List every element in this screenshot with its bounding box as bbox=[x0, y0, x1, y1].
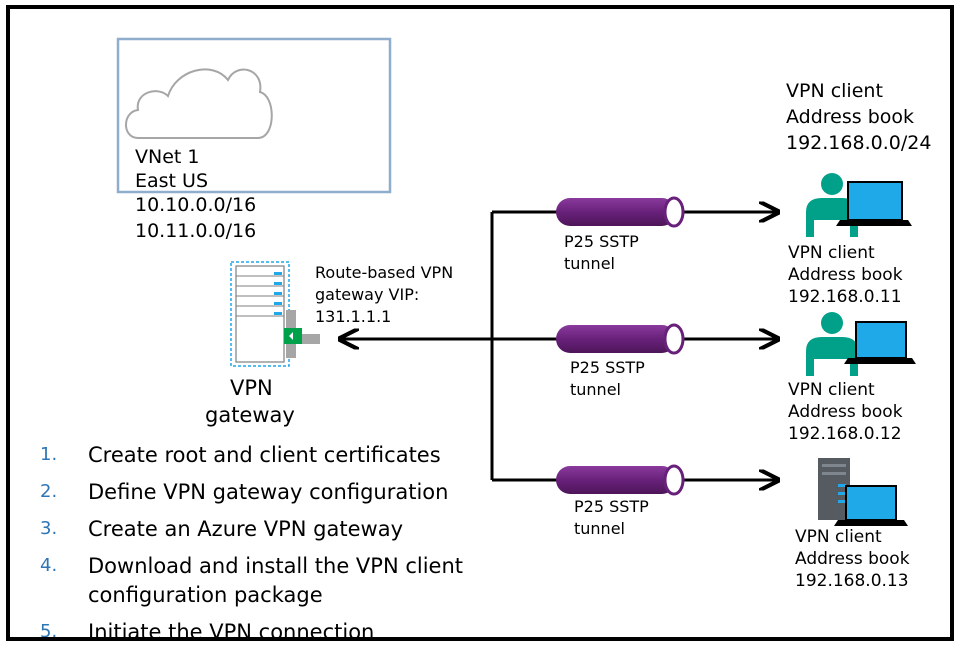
gateway-label-line1: VPN bbox=[230, 376, 273, 400]
gateway-label-line2: gateway bbox=[205, 403, 295, 427]
gateway-vip-line3: 131.1.1.1 bbox=[315, 307, 392, 326]
vnet-prefix-2: 10.11.0.0/16 bbox=[135, 220, 257, 242]
step-text: Initiate the VPN connection bbox=[88, 620, 375, 638]
pool-line1: VPN client bbox=[786, 80, 883, 102]
gateway-icon bbox=[230, 261, 320, 367]
step-number: 2. bbox=[40, 481, 58, 502]
step-text-continued: configuration package bbox=[88, 583, 323, 607]
step-number: 3. bbox=[40, 518, 58, 539]
client-1-line2: Address book bbox=[788, 265, 903, 285]
tunnel-label-2a: P25 SSTP bbox=[570, 358, 645, 377]
pool-line2: Address book bbox=[786, 106, 915, 128]
vnet-name: VNet 1 bbox=[135, 146, 200, 168]
tunnel-pipe-3 bbox=[556, 464, 685, 496]
tunnel-label-3b: tunnel bbox=[574, 519, 625, 538]
client-1-line1: VPN client bbox=[788, 243, 875, 263]
tunnel-pipe-1 bbox=[556, 196, 685, 228]
step-text: Create root and client certificates bbox=[88, 443, 441, 467]
step-text: Create an Azure VPN gateway bbox=[88, 517, 404, 541]
step-text: Download and install the VPN client bbox=[88, 554, 464, 578]
step-number: 5. bbox=[40, 621, 58, 638]
client-3-line3: 192.168.0.13 bbox=[795, 571, 909, 591]
tunnel-label-1b: tunnel bbox=[564, 254, 615, 273]
person-laptop-icon bbox=[806, 173, 912, 237]
step-number: 1. bbox=[40, 444, 58, 465]
server-laptop-icon bbox=[818, 458, 908, 526]
cloud-icon bbox=[125, 68, 273, 139]
vnet-region: East US bbox=[135, 170, 209, 192]
gateway-vip-line2: gateway VIP: bbox=[315, 285, 420, 304]
client-3-line1: VPN client bbox=[795, 527, 882, 547]
client-1-line3: 192.168.0.11 bbox=[788, 287, 902, 307]
vnet-prefix-1: 10.10.0.0/16 bbox=[135, 194, 257, 216]
tunnel-label-3a: P25 SSTP bbox=[574, 497, 649, 516]
client-2-line1: VPN client bbox=[788, 380, 875, 400]
client-2-line3: 192.168.0.12 bbox=[788, 424, 902, 444]
frame-bottom-edge bbox=[6, 637, 954, 641]
person-laptop-icon bbox=[806, 312, 916, 376]
client-3-line2: Address book bbox=[795, 549, 910, 569]
step-number: 4. bbox=[40, 555, 58, 576]
tunnel-label-1a: P25 SSTP bbox=[564, 232, 639, 251]
client-2-line2: Address book bbox=[788, 402, 903, 422]
gateway-vip-line1: Route-based VPN bbox=[315, 263, 454, 282]
pool-line3: 192.168.0.0/24 bbox=[786, 132, 932, 154]
tunnel-label-2b: tunnel bbox=[570, 380, 621, 399]
step-text: Define VPN gateway configuration bbox=[88, 480, 449, 504]
tunnel-pipe-2 bbox=[556, 323, 685, 355]
